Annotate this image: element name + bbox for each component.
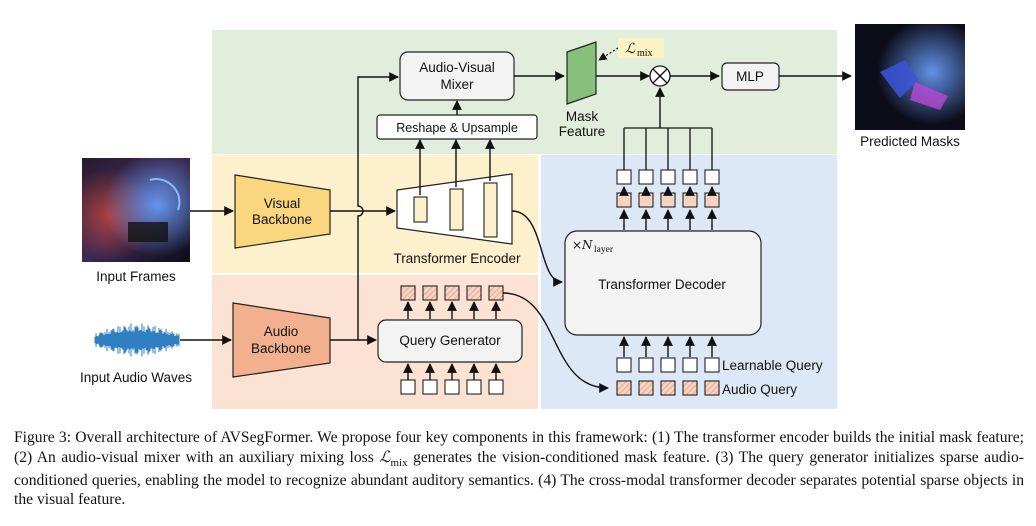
input-frames-image xyxy=(82,158,190,262)
audio-backbone xyxy=(232,302,331,378)
qg-input-tile xyxy=(400,379,416,395)
mlp-label: MLP xyxy=(736,69,764,84)
query-generator-label: Query Generator xyxy=(399,333,501,348)
decoder-mask-embedding-tile xyxy=(682,169,698,185)
loss-mix-tag xyxy=(618,38,664,58)
encoder-feature-medium xyxy=(449,188,464,231)
caption-loss-subscript: mix xyxy=(390,456,408,469)
generated-query-tile xyxy=(444,285,460,301)
qg-input-tile xyxy=(444,379,460,395)
generated-audio-queries xyxy=(400,285,504,319)
query-generator-input-queries xyxy=(400,363,504,395)
learnable-query-tile xyxy=(660,357,676,373)
decoder-output-queries xyxy=(616,87,720,230)
predicted-masks-image xyxy=(855,24,965,130)
decoder-mask-embedding-tile xyxy=(616,169,632,185)
decoder-input-queries xyxy=(616,336,720,396)
av-mixer-label-2: Mixer xyxy=(441,77,475,92)
learnable-query-tile xyxy=(682,357,698,373)
transformer-encoder-label: Transformer Encoder xyxy=(393,251,521,266)
n-layer-prefix: ×N xyxy=(572,238,593,252)
input-audio-label: Input Audio Waves xyxy=(80,370,192,385)
generated-query-tile xyxy=(488,285,504,301)
learnable-query-tile xyxy=(616,357,632,373)
decoder-mask-embedding-tile xyxy=(660,169,676,185)
caption-suffix: generates the vision-conditioned mask fe… xyxy=(14,448,1025,508)
decoder-output-tile xyxy=(616,192,632,208)
audio-query-tile xyxy=(616,380,632,396)
audio-backbone-label-1: Audio xyxy=(264,324,299,339)
multiply-cross-b xyxy=(652,68,668,84)
waveform-path xyxy=(94,323,180,357)
input-frames-label: Input Frames xyxy=(96,269,176,284)
audio-query-tile xyxy=(660,380,676,396)
mask-feature xyxy=(566,41,597,105)
decoder-output-tile xyxy=(682,192,698,208)
learnable-query-tile xyxy=(704,357,720,373)
av-mixer-label-1: Audio-Visual xyxy=(419,60,495,75)
visual-backbone xyxy=(234,174,331,249)
transformer-decoder-label: Transformer Decoder xyxy=(598,277,726,292)
audio-query-label: Audio Query xyxy=(722,382,797,397)
audio-backbone-label-2: Backbone xyxy=(251,341,311,356)
caption-loss-symbol: ℒ xyxy=(379,447,391,466)
decoder-output-tile xyxy=(660,192,676,208)
qg-input-tile xyxy=(488,379,504,395)
audio-query-tile xyxy=(704,380,720,396)
encoder-feature-small xyxy=(413,196,428,223)
generated-query-tile xyxy=(466,285,482,301)
generated-query-tile xyxy=(400,285,416,301)
learnable-query-label: Learnable Query xyxy=(722,358,823,373)
mask-feature-label-1: Mask xyxy=(566,109,599,124)
qg-input-tile xyxy=(466,379,482,395)
visual-backbone-label-1: Visual xyxy=(264,196,301,211)
audio-query-tile xyxy=(682,380,698,396)
n-layer-subscript: layer xyxy=(594,245,614,255)
query-generator xyxy=(377,319,523,363)
encoder-to-decoder-arrow xyxy=(511,210,563,287)
audio-waveform-icon xyxy=(94,323,180,357)
visual-backbone-label-2: Backbone xyxy=(252,212,312,227)
decoder-output-tile xyxy=(704,192,720,208)
generated-query-tile xyxy=(422,285,438,301)
predicted-masks-label: Predicted Masks xyxy=(860,134,960,149)
mask-feature-label-2: Feature xyxy=(559,124,606,139)
reshape-upsample-label: Reshape & Upsample xyxy=(396,121,518,135)
transformer-decoder xyxy=(564,230,762,336)
loss-mix-symbol: ℒ xyxy=(625,41,636,57)
caption-prefix: Figure 3: Overall architecture of AVSegF… xyxy=(14,429,1024,466)
decoder-output-tile xyxy=(638,192,654,208)
encoder-feature-large xyxy=(483,182,498,238)
figure-caption: Figure 3: Overall architecture of AVSegF… xyxy=(14,429,1024,509)
learnable-query-tile xyxy=(638,357,654,373)
qg-input-tile xyxy=(422,379,438,395)
audio-query-tile xyxy=(638,380,654,396)
decoder-mask-embedding-tile xyxy=(704,169,720,185)
loss-mix-subscript: mix xyxy=(637,48,653,59)
decoder-mask-embedding-tile xyxy=(638,169,654,185)
generated-to-audio-query-arrow xyxy=(502,292,609,393)
